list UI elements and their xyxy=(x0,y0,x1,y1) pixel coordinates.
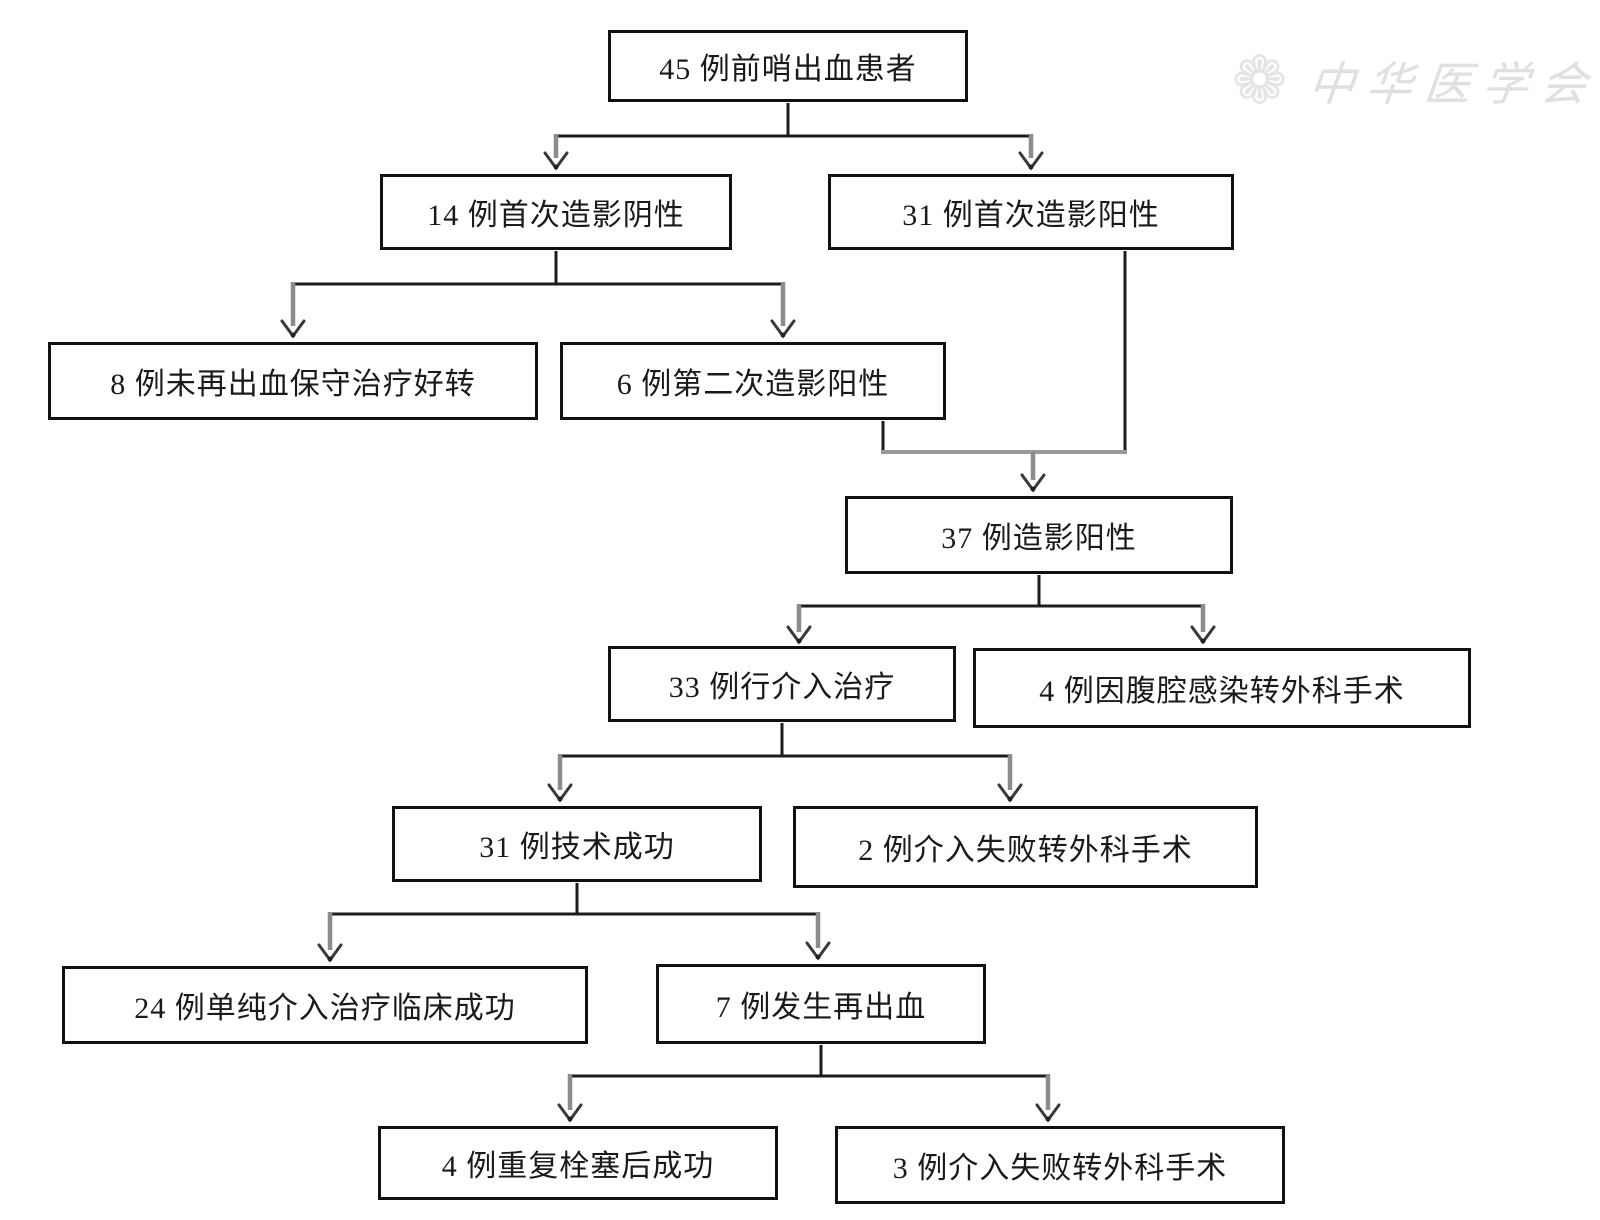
node-infection-to-surgery: 4 例因腹腔感染转外科手术 xyxy=(973,648,1471,728)
edge-interventional-branch xyxy=(547,723,1023,803)
node-failed-to-surgery-2: 2 例介入失败转外科手术 xyxy=(793,806,1258,888)
node-interventional-therapy: 33 例行介入治疗 xyxy=(608,646,956,722)
node-technical-success: 31 例技术成功 xyxy=(392,806,762,882)
node-failed-to-surgery-3: 3 例介入失败转外科手术 xyxy=(835,1126,1285,1204)
cma-watermark: ❁ 中华医学会 xyxy=(1232,42,1600,119)
node-angiography-positive-total: 37 例造影阳性 xyxy=(845,496,1233,574)
edge-sentinel-branch xyxy=(543,103,1044,171)
node-label: 31 例技术成功 xyxy=(479,831,675,864)
node-first-angiography-negative: 14 例首次造影阴性 xyxy=(380,174,732,250)
node-label: 33 例行介入治疗 xyxy=(668,671,896,704)
node-label: 6 例第二次造影阳性 xyxy=(616,368,890,401)
node-label: 4 例重复栓塞后成功 xyxy=(441,1150,715,1183)
node-label: 14 例首次造影阴性 xyxy=(427,199,685,232)
cma-watermark-text: 中华医学会 xyxy=(1306,59,1600,110)
edge-technical-success-branch xyxy=(317,883,831,963)
node-label: 4 例因腹腔感染转外科手术 xyxy=(1039,675,1405,708)
node-label: 3 例介入失败转外科手术 xyxy=(892,1152,1228,1185)
node-rebleeding: 7 例发生再出血 xyxy=(656,964,986,1044)
node-second-angiography-positive: 6 例第二次造影阳性 xyxy=(560,342,946,420)
node-label: 24 例单纯介入治疗临床成功 xyxy=(134,992,516,1025)
node-clinical-success: 24 例单纯介入治疗临床成功 xyxy=(62,966,588,1044)
edge-rebleeding-branch xyxy=(557,1045,1061,1123)
node-first-angiography-positive: 31 例首次造影阳性 xyxy=(828,174,1234,250)
edge-first-negative-branch xyxy=(280,251,796,339)
node-label: 31 例首次造影阳性 xyxy=(902,199,1160,232)
node-no-rebleed-conservative: 8 例未再出血保守治疗好转 xyxy=(48,342,538,420)
node-sentinel-patients: 45 例前哨出血患者 xyxy=(608,30,968,102)
node-label: 8 例未再出血保守治疗好转 xyxy=(110,368,476,401)
edge-angio-total-branch xyxy=(786,575,1216,645)
node-label: 37 例造影阳性 xyxy=(941,522,1137,555)
node-label: 45 例前哨出血患者 xyxy=(659,53,917,86)
node-repeat-embolization-success: 4 例重复栓塞后成功 xyxy=(378,1126,778,1200)
node-label: 2 例介入失败转外科手术 xyxy=(858,834,1193,867)
node-label: 7 例发生再出血 xyxy=(715,991,927,1024)
cma-seal-icon: ❁ xyxy=(1232,42,1288,119)
